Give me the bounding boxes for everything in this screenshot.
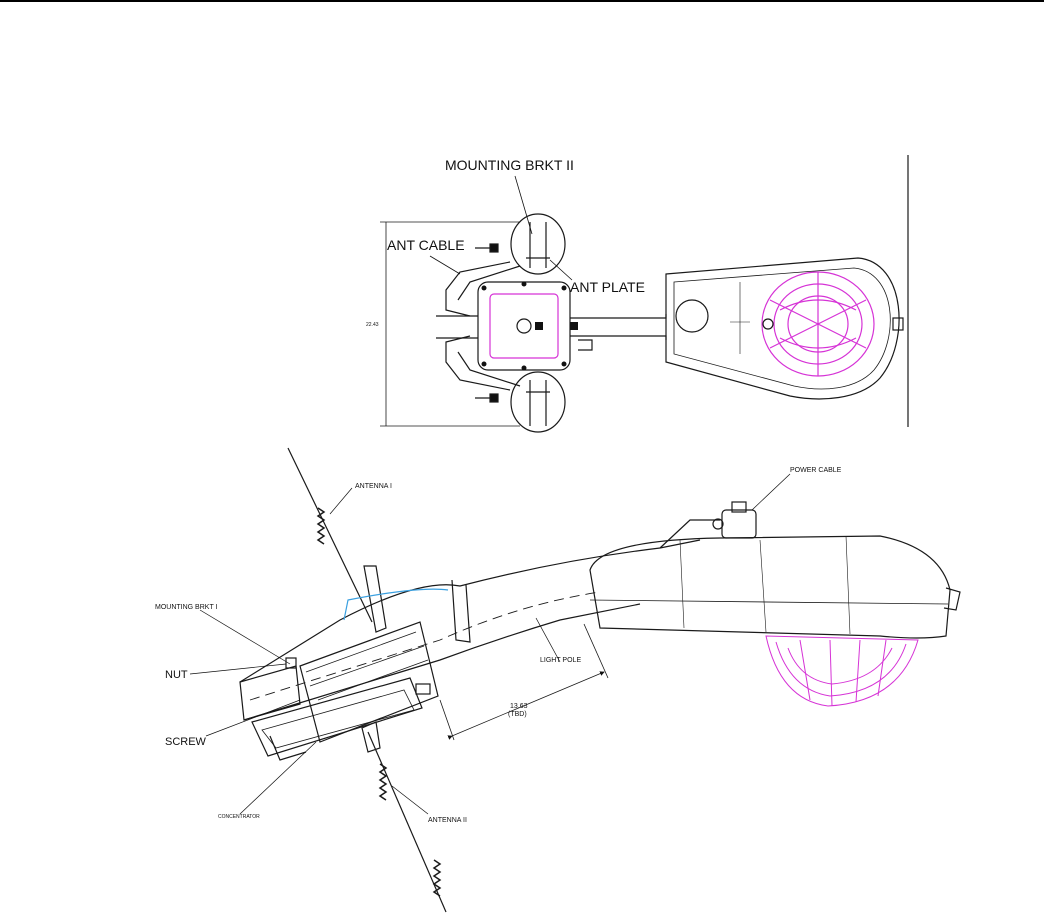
concentrator-bolts (482, 282, 579, 371)
pole-arm-left (436, 316, 478, 338)
label-dimension-22-43: 22.43 (366, 322, 379, 328)
antenna-ii-base (362, 722, 380, 752)
concentrator-inner-side (262, 690, 414, 748)
label-mounting-brkt-i: MOUNTING BRKT I (155, 604, 218, 611)
concentrator-box-top (478, 282, 570, 370)
power-cable-arm (660, 520, 720, 548)
concentrator-inner (490, 294, 558, 358)
leader-ant-plate (550, 260, 572, 280)
antenna-ii-coil-lower (434, 860, 440, 896)
concentrator-center (517, 319, 531, 333)
label-ant-plate: ANT PLATE (570, 279, 645, 295)
cable-highlight (344, 589, 448, 620)
ant-cable-inner (458, 266, 520, 386)
pole-clip (578, 340, 592, 350)
label-mounting-brkt-ii: MOUNTING BRKT II (445, 157, 574, 173)
luminaire-seam (590, 600, 948, 604)
label-concentrator: CONCENTRATOR (218, 814, 260, 820)
luminaire-housing-inner (674, 268, 890, 389)
label-dimension-tbd: (TBD) (508, 711, 527, 718)
label-power-cable: POWER CABLE (790, 467, 842, 474)
concentrator-housing (252, 678, 422, 756)
ant-plate-lower (511, 372, 565, 432)
antenna-i-mast (288, 448, 372, 622)
pole-arm-right (570, 314, 666, 340)
antenna-i-coil (318, 508, 324, 544)
label-screw: SCREW (165, 736, 207, 748)
label-antenna-ii: ANTENNA II (428, 817, 467, 824)
luminaire-housing-top (666, 258, 899, 399)
leader-ant-cable (430, 256, 460, 274)
luminaire-ribs (680, 536, 850, 634)
label-antenna-i: ANTENNA I (355, 483, 392, 490)
label-ant-cable: ANT CABLE (387, 237, 465, 253)
mounting-bracket-lower (526, 380, 550, 426)
label-dimension-13-63: 13.63 (510, 703, 528, 710)
power-cable-gland (722, 510, 756, 538)
luminaire-latch-side (944, 588, 960, 610)
ant-plate-upper (511, 214, 565, 274)
antenna-i-base (364, 566, 386, 632)
luminaire-lens-top (762, 272, 874, 376)
mounting-bracket-upper (526, 222, 550, 268)
luminaire-port (676, 300, 708, 332)
luminaire-housing-side (590, 536, 950, 638)
light-pole-upper-edge (240, 540, 700, 682)
side-view-leaders (190, 474, 790, 814)
concentrator-connector (416, 684, 430, 694)
luminaire-screw (763, 319, 773, 329)
pole-bracket-plate (452, 580, 470, 642)
side-view (240, 448, 960, 912)
antenna-ii-coil (380, 764, 386, 800)
label-nut: NUT (165, 669, 188, 681)
luminaire-latch (893, 318, 903, 330)
label-light-pole: LIGHT POLE (540, 657, 581, 664)
luminaire-lens-side (766, 636, 918, 706)
